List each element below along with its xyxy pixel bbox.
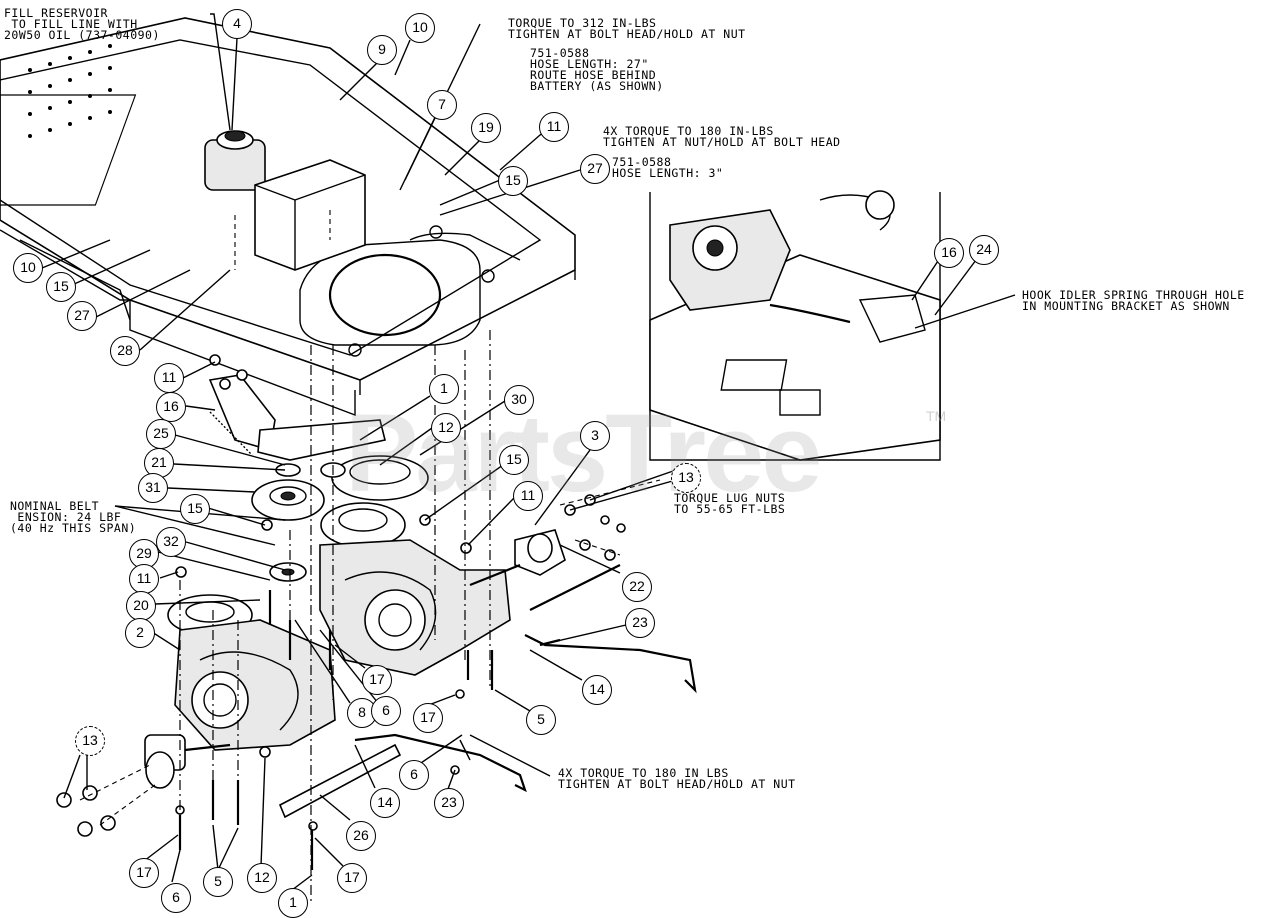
callout-17: 17 (129, 858, 159, 888)
callout-4: 4 (222, 9, 252, 39)
callout-17: 17 (362, 665, 392, 695)
callout-1: 1 (429, 374, 459, 404)
callout-2: 2 (125, 618, 155, 648)
callout-16: 16 (156, 392, 186, 422)
note-hook-idler: HOOK IDLER SPRING THROUGH HOLE IN MOUNTI… (1022, 288, 1245, 313)
callout-19: 19 (471, 113, 501, 143)
callout-15: 15 (498, 166, 528, 196)
seat-plate-holes (0, 94, 137, 206)
callout-13: 13 (75, 726, 105, 756)
callout-23: 23 (625, 608, 655, 638)
note-torque-lug: TORQUE LUG NUTS TO 55-65 FT-LBS (674, 491, 786, 516)
callout-11: 11 (539, 112, 569, 142)
callout-6: 6 (161, 883, 191, 913)
note-hose-3: 751-0588 HOSE LENGTH: 3" (612, 155, 724, 180)
left-transaxle (144, 594, 336, 789)
callout-15: 15 (499, 445, 529, 475)
callout-14: 14 (370, 788, 400, 818)
callout-11: 11 (154, 363, 184, 393)
callout-26: 26 (346, 821, 376, 851)
callout-13: 13 (671, 463, 701, 493)
oil-reservoir (204, 130, 266, 191)
callout-10: 10 (405, 13, 435, 43)
callout-5: 5 (526, 705, 556, 735)
callout-6: 6 (399, 760, 429, 790)
callout-14: 14 (582, 675, 612, 705)
callout-21: 21 (144, 448, 174, 478)
callout-3: 3 (580, 421, 610, 451)
callout-17: 17 (337, 863, 367, 893)
callout-11: 11 (513, 481, 543, 511)
plate-grid (28, 44, 112, 138)
callout-20: 20 (126, 591, 156, 621)
watermark: PartsTree (345, 392, 822, 515)
callout-7: 7 (427, 90, 457, 120)
callout-5: 5 (203, 867, 233, 897)
note-fill-reservoir: FILL RESERVOIR TO FILL LINE WITH 20W50 O… (4, 6, 160, 42)
assembly-lines (79, 210, 661, 905)
battery (254, 159, 366, 271)
idler-assembly (208, 374, 429, 582)
callout-12: 12 (247, 863, 277, 893)
callout-15: 15 (46, 272, 76, 302)
callout-28: 28 (110, 336, 140, 366)
callout-27: 27 (580, 154, 610, 184)
callout-22: 22 (622, 572, 652, 602)
callout-30: 30 (504, 385, 534, 415)
callout-31: 31 (138, 473, 168, 503)
callout-25: 25 (146, 419, 176, 449)
note-torque-180-bolt: 4X TORQUE TO 180 IN LBS TIGHTEN AT BOLT … (558, 766, 796, 791)
callout-12: 12 (431, 413, 461, 443)
callout-11: 11 (129, 564, 159, 594)
callout-1: 1 (278, 888, 308, 918)
callout-10: 10 (13, 253, 43, 283)
note-torque-180-nut: 4X TORQUE TO 180 IN-LBS TIGHTEN AT NUT/H… (603, 124, 841, 149)
callout-16: 16 (934, 238, 964, 268)
callout-15: 15 (180, 494, 210, 524)
callout-24: 24 (969, 235, 999, 265)
callout-17: 17 (413, 703, 443, 733)
bolts (56, 354, 626, 870)
watermark-trademark: TM (926, 408, 947, 424)
callout-32: 32 (156, 527, 186, 557)
callout-27: 27 (67, 301, 97, 331)
inset-detail (649, 190, 941, 461)
callout-23: 23 (434, 788, 464, 818)
mower-frame (0, 17, 576, 417)
callout-9: 9 (367, 35, 397, 65)
right-transaxle (319, 529, 566, 676)
note-hose-27: 751-0588 HOSE LENGTH: 27" ROUTE HOSE BEH… (530, 46, 664, 93)
note-torque-312: TORQUE TO 312 IN-LBS TIGHTEN AT BOLT HEA… (508, 16, 746, 41)
callout-6: 6 (371, 696, 401, 726)
note-nominal-belt: NOMINAL BELT ENSION: 24 LBF (40 Hz THIS … (10, 499, 137, 535)
linkage-rods (278, 564, 697, 819)
